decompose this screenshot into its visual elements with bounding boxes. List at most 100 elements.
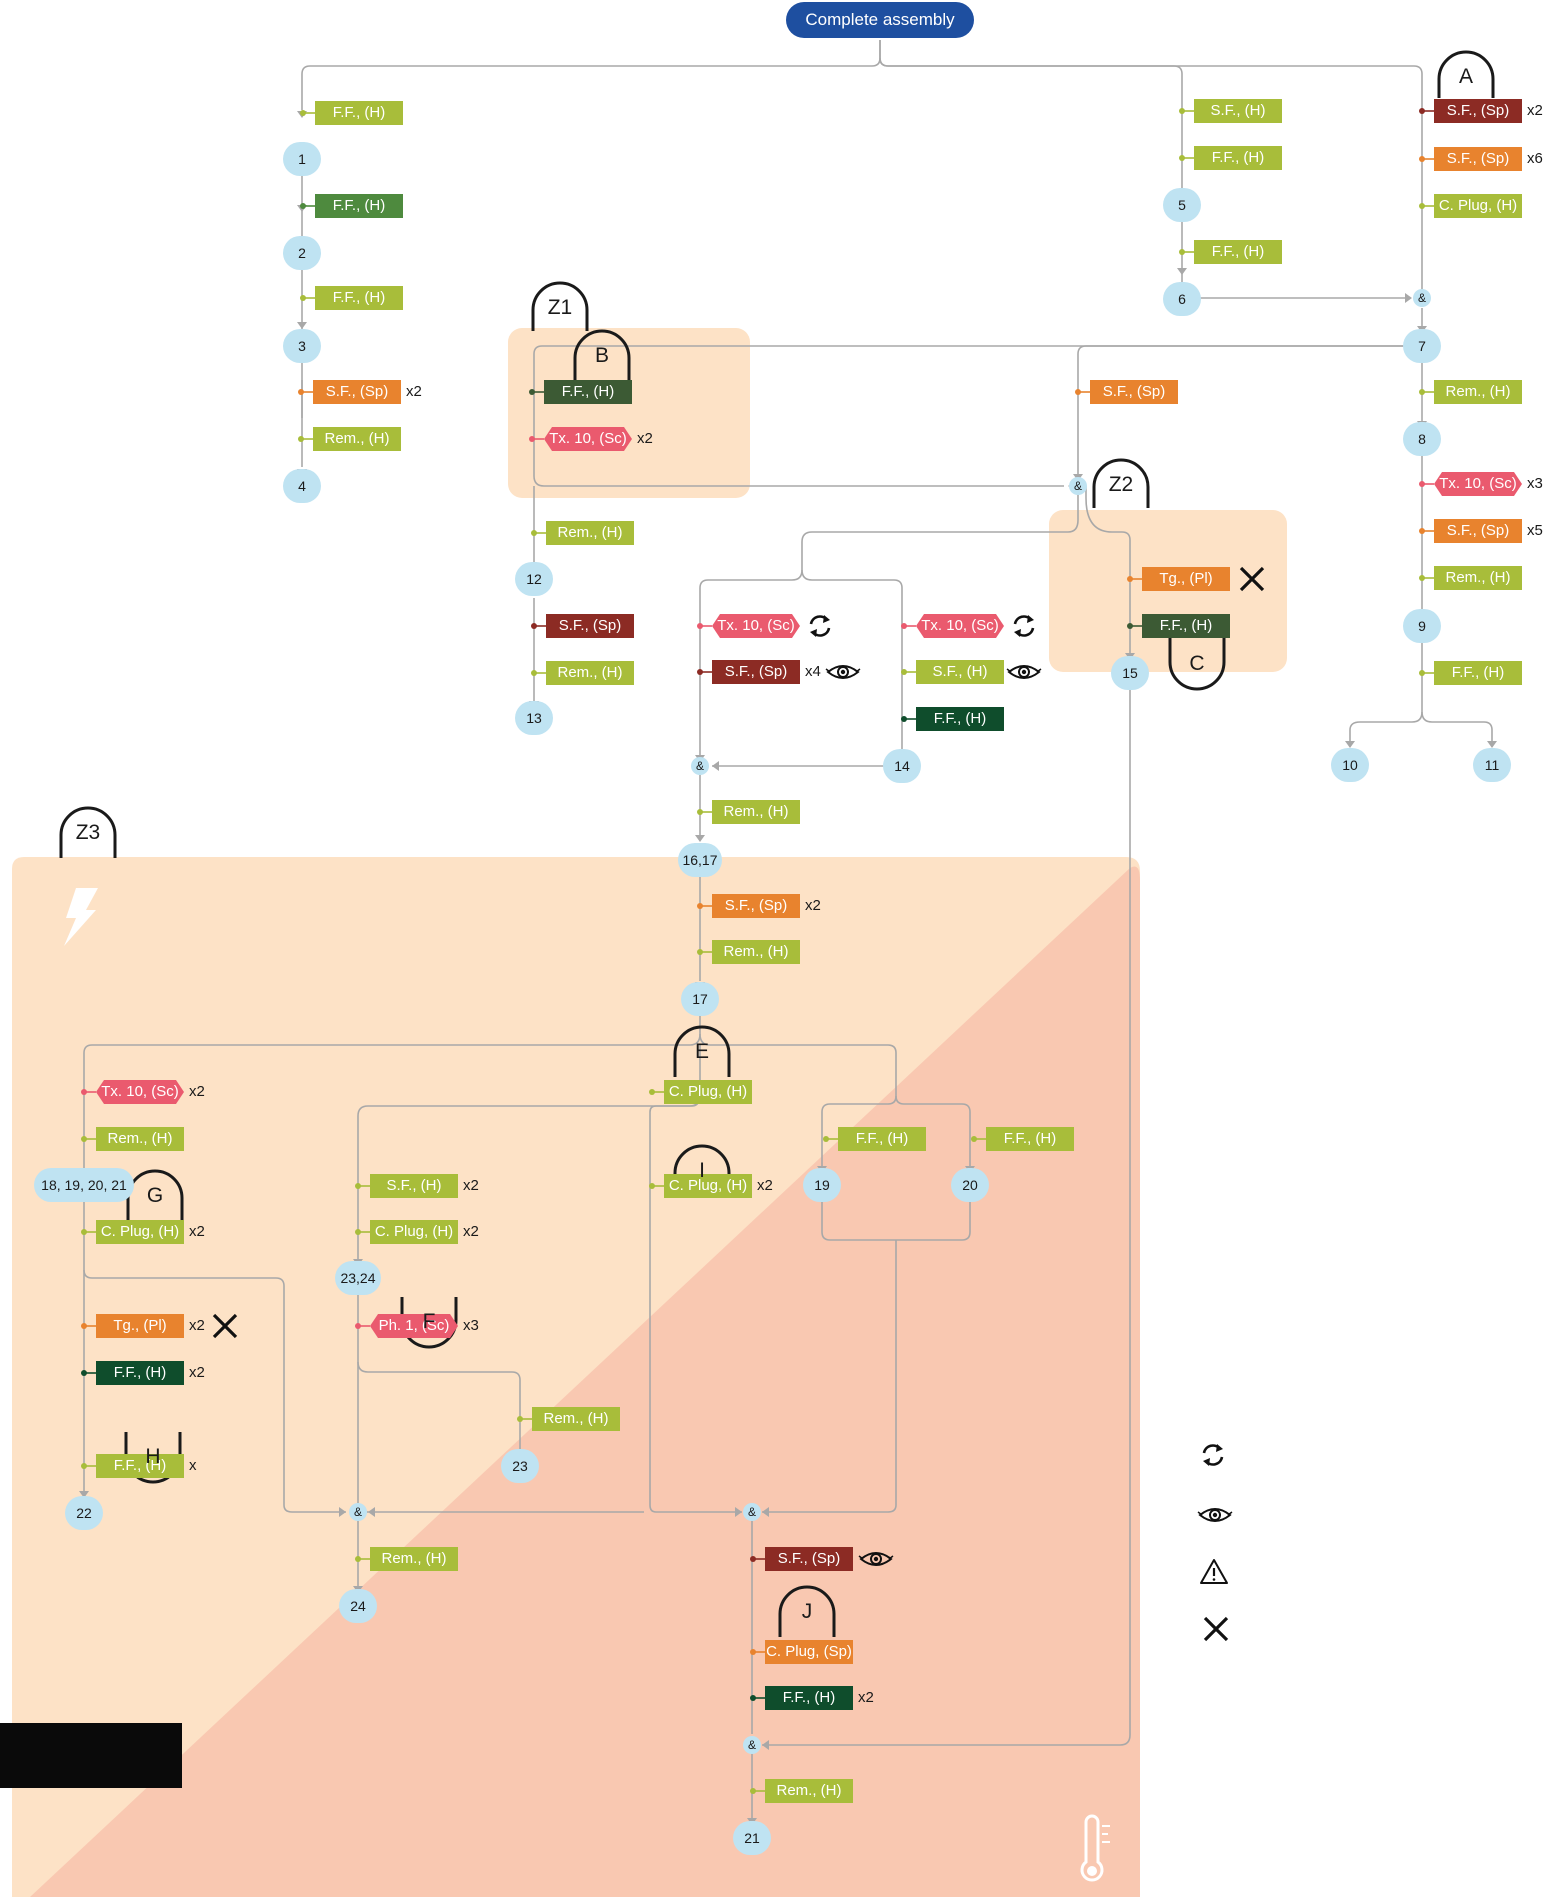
- connector-line: [879, 57, 1423, 290]
- join-marker: &: [691, 757, 709, 775]
- part-tag: C. Plug, (Sp): [765, 1640, 853, 1664]
- step-node: 22: [65, 1496, 103, 1530]
- callout-arch: [59, 806, 117, 858]
- part-tag: Tx. 10, (Sc): [544, 427, 632, 451]
- tag-multiplier: x2: [463, 1223, 479, 1240]
- arrowhead: [79, 1491, 89, 1498]
- step-node: 8: [1403, 422, 1441, 456]
- part-tag: S.F., (Sp): [546, 614, 634, 638]
- step-node: 21: [733, 1821, 771, 1855]
- callout-label: F: [422, 1310, 436, 1333]
- part-tag: Ph. 1, (Sc): [370, 1314, 458, 1338]
- part-tag: S.F., (H): [370, 1174, 458, 1198]
- part-tag: Rem., (H): [1434, 566, 1522, 590]
- part-tag: F.F., (H): [544, 380, 632, 404]
- part-tag: Rem., (H): [712, 800, 800, 824]
- cross-icon: [1203, 1616, 1229, 1642]
- tag-multiplier: x2: [1527, 102, 1543, 119]
- eye-icon: [1006, 665, 1042, 679]
- callout-label: E: [694, 1040, 709, 1063]
- tag-multiplier: x: [189, 1457, 197, 1474]
- part-tag: Rem., (H): [532, 1407, 620, 1431]
- arrowhead: [1487, 741, 1497, 748]
- arrowhead: [762, 1740, 769, 1750]
- connector-line: [533, 345, 1408, 487]
- tag-multiplier: x2: [189, 1364, 205, 1381]
- arrowhead: [1405, 293, 1412, 303]
- callout-arch: [673, 1144, 731, 1196]
- part-tag: Tg., (Pl): [1142, 567, 1230, 591]
- part-tag: S.F., (Sp): [712, 660, 800, 684]
- part-tag: Rem., (H): [370, 1547, 458, 1571]
- part-tag: F.F., (H): [1194, 240, 1282, 264]
- connector-line: [83, 1033, 701, 1173]
- callout-label: Z1: [547, 296, 573, 319]
- tag-multiplier: x2: [189, 1223, 205, 1240]
- tag-multiplier: x2: [637, 430, 653, 447]
- tag-multiplier: x6: [1527, 150, 1543, 167]
- part-tag: Rem., (H): [1434, 380, 1522, 404]
- arrowhead: [1177, 268, 1187, 275]
- step-node: 24: [339, 1589, 377, 1623]
- connector-line: [801, 569, 903, 752]
- part-tag: S.F., (Sp): [712, 894, 800, 918]
- callout-arch: [778, 1585, 836, 1637]
- step-node: 2: [283, 236, 321, 270]
- tag-multiplier: x2: [463, 1177, 479, 1194]
- callout-arch: [531, 281, 589, 331]
- callout-label: B: [594, 344, 609, 367]
- part-tag: F.F., (H): [315, 101, 403, 125]
- connector-line: [1085, 486, 1131, 656]
- eye-icon: [1197, 1508, 1233, 1522]
- part-tag: Tx. 10, (Sc): [1434, 472, 1522, 496]
- part-tag: Tx. 10, (Sc): [712, 614, 800, 638]
- callout-arch: [1092, 458, 1150, 508]
- part-tag: Rem., (H): [313, 427, 401, 451]
- join-marker: &: [743, 1503, 761, 1521]
- eye-icon: [858, 1552, 894, 1566]
- connector-line: [1421, 711, 1493, 745]
- warning-icon: [1200, 1559, 1228, 1584]
- callout-label: H: [145, 1445, 161, 1468]
- arrowhead: [368, 1507, 375, 1517]
- step-node: 15: [1111, 656, 1149, 690]
- refresh-icon: [1013, 615, 1035, 637]
- part-tag: C. Plug, (H): [370, 1220, 458, 1244]
- part-tag: S.F., (Sp): [1434, 147, 1522, 171]
- step-node: 4: [283, 469, 321, 503]
- step-node: 13: [515, 701, 553, 735]
- refresh-icon: [1202, 1444, 1224, 1466]
- part-tag: F.F., (H): [96, 1361, 184, 1385]
- arrowhead: [695, 835, 705, 842]
- connector-line: [879, 40, 1183, 188]
- part-tag: F.F., (H): [986, 1127, 1074, 1151]
- zone-z3-box: [12, 857, 1140, 1897]
- arrowhead: [712, 761, 719, 771]
- step-node: 20: [951, 1168, 989, 1202]
- step-node: 12: [515, 562, 553, 596]
- thermometer-icon: [1080, 1814, 1110, 1882]
- part-tag: C. Plug, (H): [1434, 194, 1522, 218]
- redaction-block: [0, 1723, 182, 1788]
- part-tag: Rem., (H): [765, 1779, 853, 1803]
- part-tag: F.F., (H): [1434, 661, 1522, 685]
- part-tag: S.F., (H): [916, 660, 1004, 684]
- callout-arch: [1437, 50, 1495, 98]
- part-tag: Tx. 10, (Sc): [916, 614, 1004, 638]
- part-tag: F.F., (H): [765, 1686, 853, 1710]
- join-marker: &: [1069, 477, 1087, 495]
- tag-multiplier: x2: [406, 383, 422, 400]
- callout-arch: [1168, 637, 1226, 691]
- cross-icon: [1239, 566, 1265, 592]
- tag-multiplier: x2: [189, 1317, 205, 1334]
- part-tag: Tg., (Pl): [96, 1314, 184, 1338]
- step-node: 10: [1331, 748, 1369, 782]
- tag-multiplier: x3: [1527, 475, 1543, 492]
- connector-line: [895, 1095, 971, 1168]
- join-marker: &: [743, 1736, 761, 1754]
- step-node: 14: [883, 749, 921, 783]
- part-tag: Rem., (H): [546, 521, 634, 545]
- tag-multiplier: x3: [463, 1317, 479, 1334]
- part-tag: Rem., (H): [96, 1127, 184, 1151]
- step-node: 9: [1403, 609, 1441, 643]
